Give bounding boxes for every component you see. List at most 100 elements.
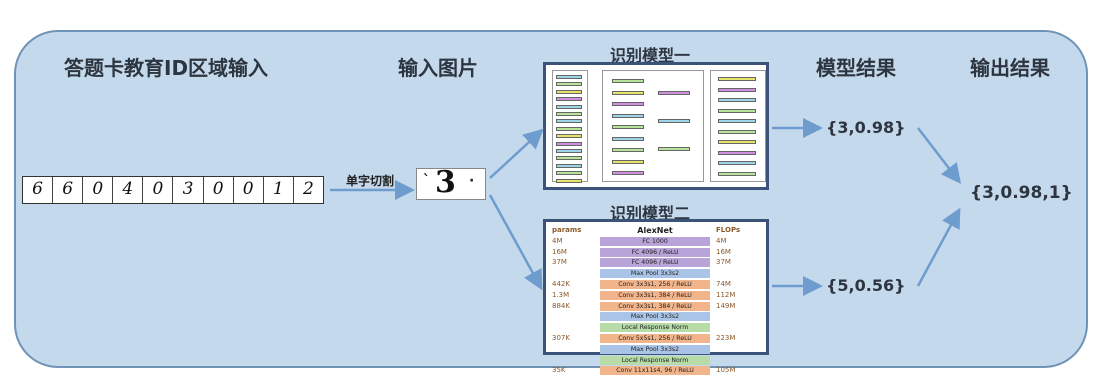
alexnet-flops: 105M [716, 366, 736, 375]
alexnet-layer: Max Pool 3x3s2 [600, 344, 710, 354]
model1-layer-bar [718, 140, 756, 144]
digit-cell: 3 [173, 177, 204, 203]
model1-layer-bar [556, 156, 582, 161]
alexnet-layer-row: Max Pool 3x3s2 [552, 311, 762, 322]
model1-layer-bar [718, 161, 756, 165]
noise-mark: ˋ [423, 173, 430, 189]
alexnet-flops: 16M [716, 247, 731, 256]
model1-layer-bar [556, 97, 582, 102]
model1-column-c [710, 70, 766, 182]
input-stage-title: 答题卡教育ID区域输入 [64, 56, 269, 80]
model1-layer-bar [718, 87, 756, 92]
digit-char: 4 [122, 179, 134, 199]
image-stage-title: 输入图片 [398, 56, 478, 80]
alexnet-params: 4M [552, 236, 563, 245]
alexnet-header: params AlexNet FLOPs [552, 225, 762, 236]
cropped-digit-image: ˋ 3 · [416, 165, 486, 200]
model1-layer-bar [612, 171, 644, 175]
digit-cell: 6 [23, 177, 54, 203]
alexnet-flops: 112M [716, 290, 736, 299]
model1-layer-bar [612, 125, 644, 129]
model1-layer-bar [612, 148, 644, 152]
cropped-digit: 3 [435, 165, 456, 200]
alexnet-layer: Conv 11x11s4, 96 / ReLU [600, 366, 710, 376]
alexnet-params-header: params [552, 226, 582, 234]
alexnet-layer-row: Local Response Norm [552, 322, 762, 333]
digit-cell: 0 [204, 177, 234, 203]
model1-layer-bar [718, 108, 756, 113]
model1-layer-bar [718, 119, 756, 123]
alexnet-title: AlexNet [637, 226, 673, 235]
model1-title: 识别模型一 [610, 46, 691, 65]
alexnet-params: 16M [552, 247, 567, 256]
model1-layer-bar [612, 102, 644, 106]
model2-title: 识别模型二 [610, 204, 691, 223]
model1-layer-bar [556, 82, 582, 87]
digit-cell: 1 [264, 177, 294, 203]
digit-char: 6 [32, 179, 43, 199]
model1-diagram [543, 62, 769, 190]
model1-layer-bar [556, 134, 582, 139]
digit-char: 0 [212, 179, 224, 199]
model1-layer-bar [556, 75, 582, 79]
alexnet-params: 442K [552, 279, 570, 288]
noise-mark: · [469, 173, 475, 189]
model1-layer-bar [658, 119, 690, 123]
alexnet-params: 37M [552, 258, 567, 267]
alexnet-layer: Conv 3x3s1, 384 / ReLU [600, 290, 710, 300]
output-stage-title: 输出结果 [970, 56, 1050, 80]
digit-char: 0 [92, 179, 104, 199]
model1-layer-bar [556, 141, 582, 146]
model1-layer-bar [612, 90, 644, 95]
digit-cell: 0 [143, 177, 174, 203]
digit-char: 6 [62, 179, 74, 199]
model1-layer-bar [612, 136, 644, 141]
alexnet-layer: Max Pool 3x3s2 [600, 269, 710, 279]
alexnet-layer: FC 4096 / ReLU [600, 247, 710, 257]
model1-layer-bar [718, 98, 756, 102]
model1-layer-bar [556, 171, 582, 176]
alexnet-layer-row: 16M FC 4096 / ReLU 16M [552, 247, 762, 258]
alexnet-flops: 37M [716, 258, 731, 267]
alexnet-layer: Local Response Norm [600, 323, 710, 333]
digit-input-strip: 6 6 0 4 0 3 0 0 1 2 [22, 176, 324, 204]
digit-char: 1 [272, 179, 284, 199]
digit-cell: 4 [113, 177, 144, 203]
alexnet-layer-row: 35K Conv 11x11s4, 96 / ReLU 105M [552, 365, 762, 376]
alexnet-params: 884K [552, 301, 570, 310]
model1-layer-bar [556, 89, 582, 94]
alexnet-flops: 149M [716, 301, 736, 310]
alexnet-layer: FC 4096 / ReLU [600, 258, 710, 268]
model1-layer-bar [556, 149, 582, 153]
model1-layer-bar [718, 150, 756, 155]
alexnet-params: 35K [552, 366, 566, 375]
model-result-title: 模型结果 [816, 56, 896, 80]
digit-char: 0 [242, 179, 254, 199]
alexnet-layer-row: 37M FC 4096 / ReLU 37M [552, 257, 762, 268]
model1-layer-bar [556, 178, 582, 183]
alexnet-flops-header: FLOPs [716, 226, 741, 234]
model1-column-b [602, 70, 704, 182]
alexnet-params: 1.3M [552, 290, 570, 299]
digit-cell: 0 [234, 177, 264, 203]
alexnet-layer-row: Max Pool 3x3s2 [552, 344, 762, 355]
model1-layer-bar [556, 126, 582, 131]
alexnet-layer: Local Response Norm [600, 355, 710, 365]
model1-layer-bar [658, 91, 690, 95]
alexnet-layer-row: 1.3M Conv 3x3s1, 384 / ReLU 112M [552, 290, 762, 301]
alexnet-params: 307K [552, 333, 570, 342]
model1-layer-bar [718, 171, 756, 176]
digit-char: 3 [182, 179, 194, 199]
model1-layer-bar [612, 113, 644, 118]
final-output: {3,0.98,1} [970, 183, 1073, 203]
digit-char: 0 [152, 179, 164, 199]
digit-cell: 6 [53, 177, 84, 203]
alexnet-layer: Conv 5x5s1, 256 / ReLU [600, 333, 710, 343]
